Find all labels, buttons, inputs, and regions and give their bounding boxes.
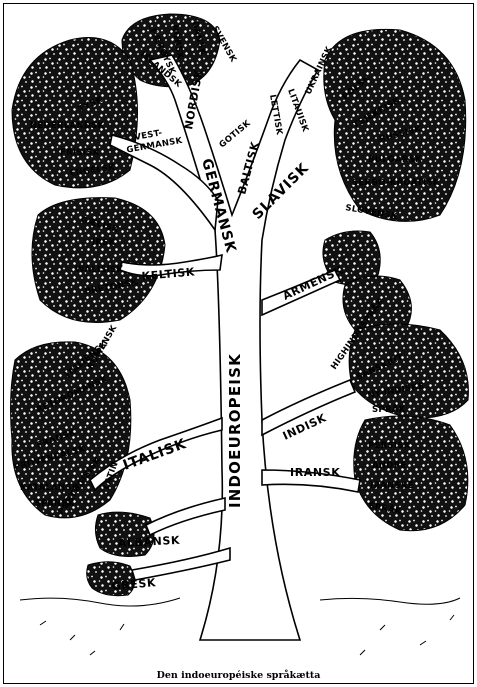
branch-gresk: GRESK	[111, 576, 156, 593]
leaf-andre: ANDRE	[372, 461, 407, 471]
branch-iransk: IRANSK	[290, 466, 340, 479]
leaf-frisisk: FRISISK	[60, 148, 100, 158]
leaf-walisisk: WALISISK	[75, 265, 124, 275]
leaf-nederlandsk: NEDERLANDSK	[30, 121, 105, 131]
branch-albansk: ALBANSK	[117, 534, 180, 550]
leaf-serbo-kroatisk: SERBO-KROATISK	[352, 178, 440, 188]
branch-armensk: ARMENSK	[281, 263, 346, 302]
caption: Den indoeuropéiske språkætta	[0, 670, 477, 681]
leaf-bulgarsk: BULGARSK	[368, 155, 422, 165]
leaf-sprak-indisk: SPRÅK	[372, 404, 406, 415]
leaf-irsk: IRSK	[92, 238, 116, 248]
leaf-persisk: PERSISK	[368, 441, 411, 451]
trunk-label-indoeuropeisk: INDOEUROPEISK	[226, 353, 244, 508]
leaf-iranske: IRANSKE	[370, 481, 414, 491]
